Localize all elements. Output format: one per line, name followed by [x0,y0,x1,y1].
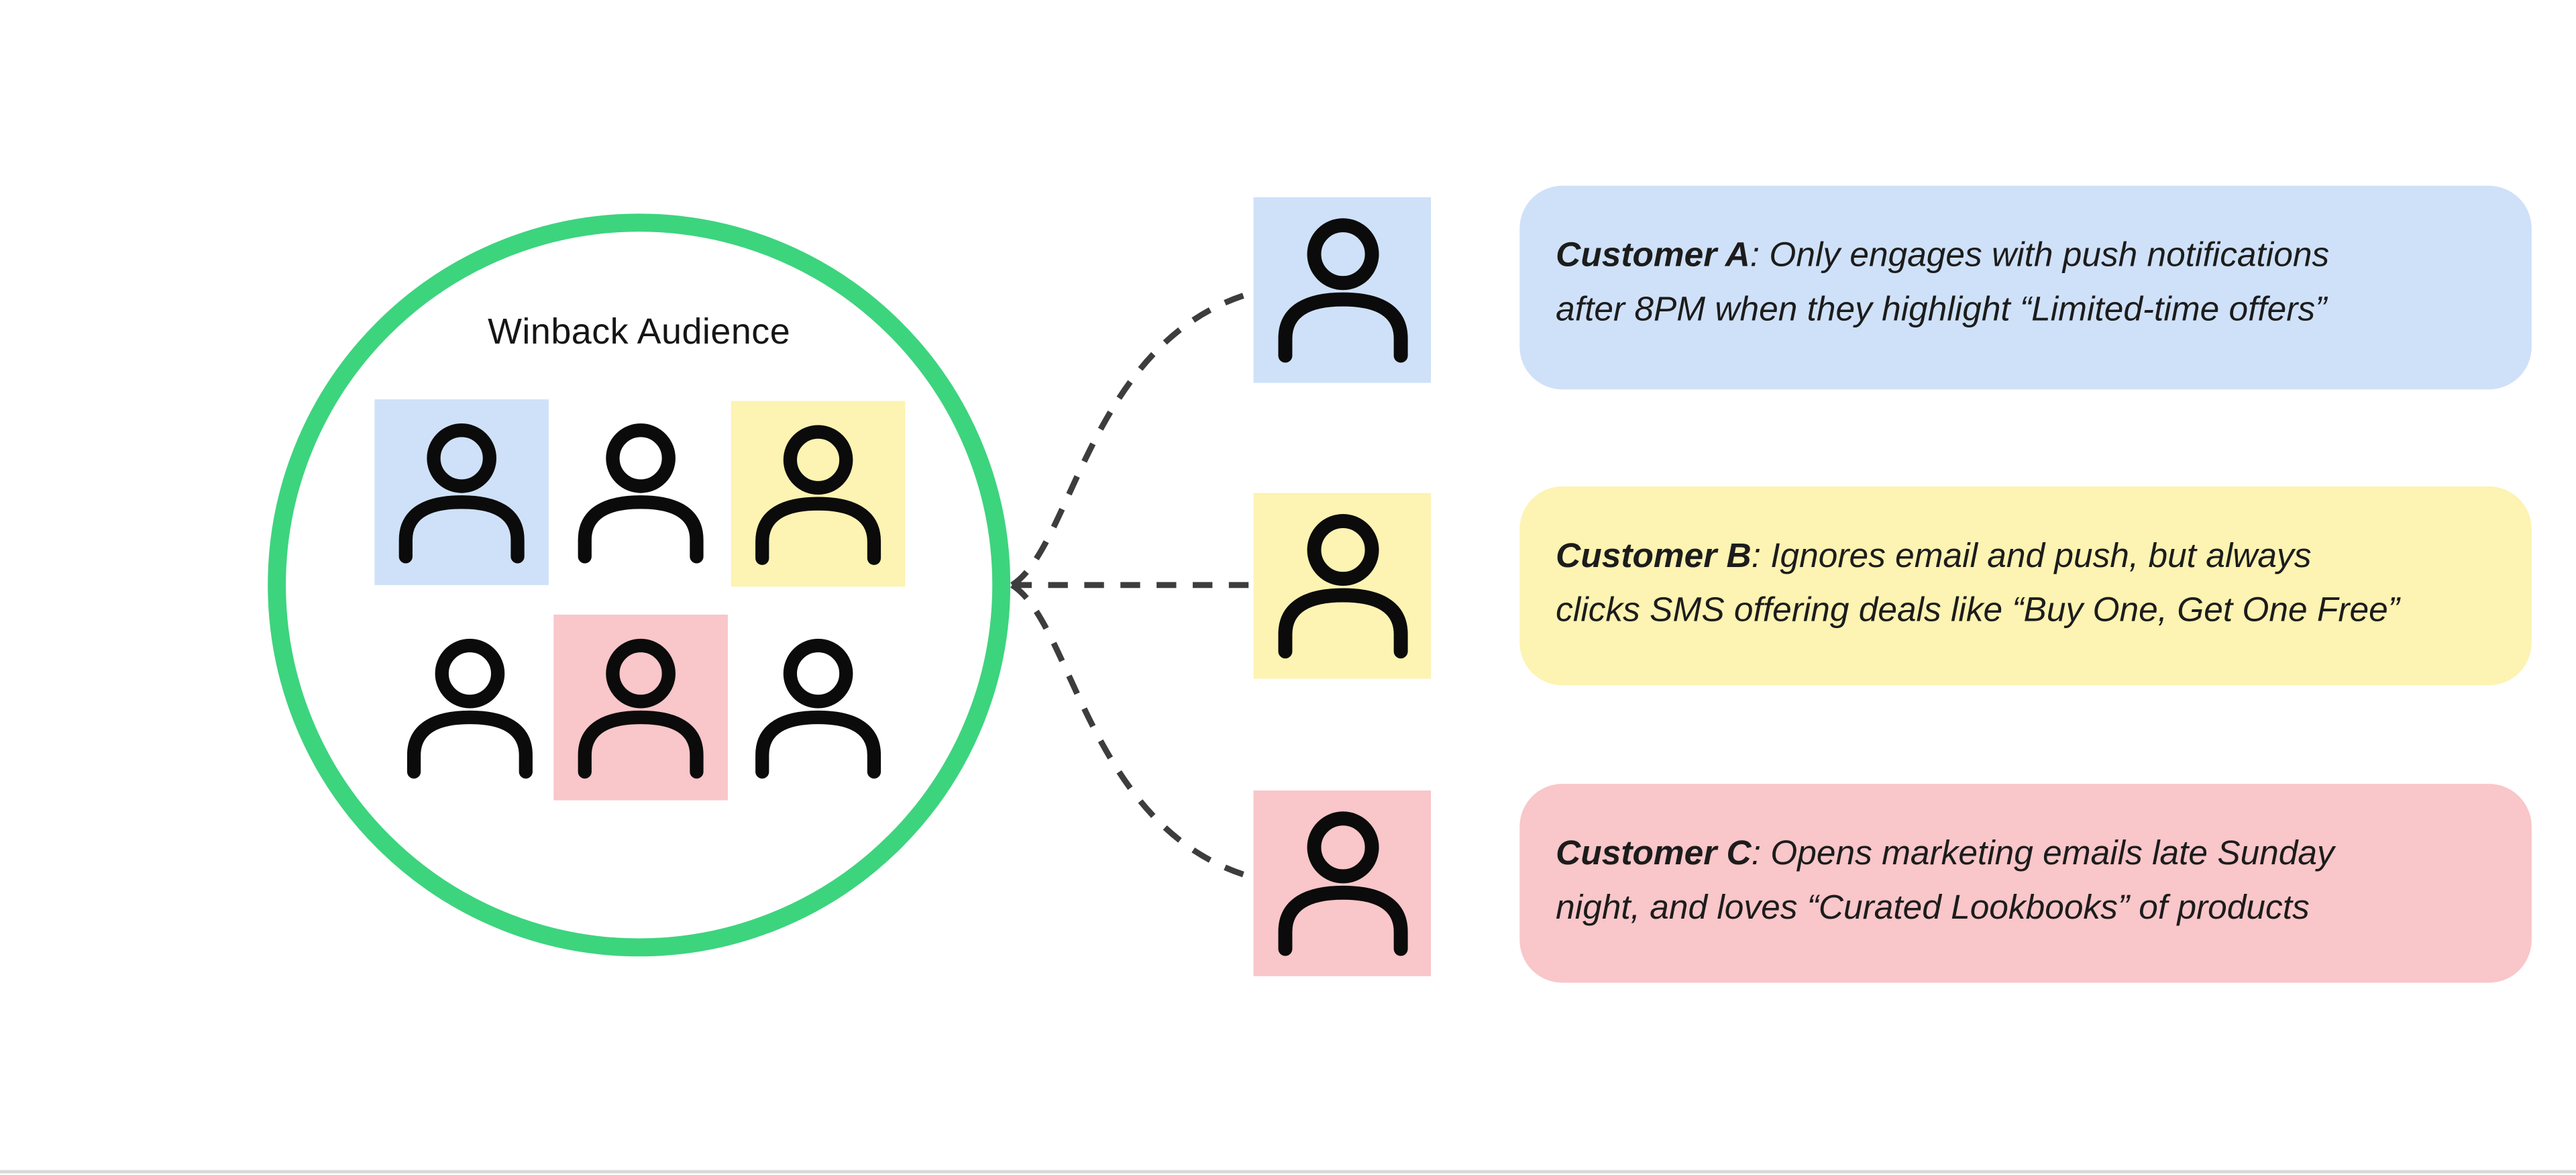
customer-avatar-b [1253,493,1432,679]
audience-member [553,614,728,801]
person-icon [743,418,894,569]
person-icon [1264,212,1420,368]
customer-label: Customer B [1556,537,1752,576]
audience-title: Winback Audience [488,310,791,352]
audience-member [553,399,728,585]
customer-avatar-a [1253,197,1432,383]
person-icon [743,632,894,783]
person-icon [565,632,716,783]
person-icon [394,632,545,783]
customer-label: Customer C [1556,835,1752,873]
customer-label: Customer A [1556,236,1750,274]
customer-description: Customer B: Ignores email and push, but … [1556,537,2400,629]
customer-card-a: Customer A: Only engages with push notif… [1519,185,2532,390]
audience-member [731,401,906,587]
audience-member [383,615,557,801]
audience-member [731,615,906,801]
customer-card-c: Customer C: Opens marketing emails late … [1519,784,2532,983]
connector-bottom [1010,582,1254,880]
customer-avatar-c [1253,790,1432,976]
customer-description: Customer C: Opens marketing emails late … [1556,835,2334,927]
customer-description: Customer A: Only engages with push notif… [1556,236,2330,329]
person-icon [386,417,537,568]
person-icon [1264,805,1420,962]
person-icon [1264,508,1420,664]
bottom-divider [0,1170,2576,1174]
connector-top [1010,289,1254,588]
audience-member [374,399,549,585]
customer-card-b: Customer B: Ignores email and push, but … [1519,486,2532,686]
person-icon [565,417,716,568]
connector-lines [1010,289,1254,880]
